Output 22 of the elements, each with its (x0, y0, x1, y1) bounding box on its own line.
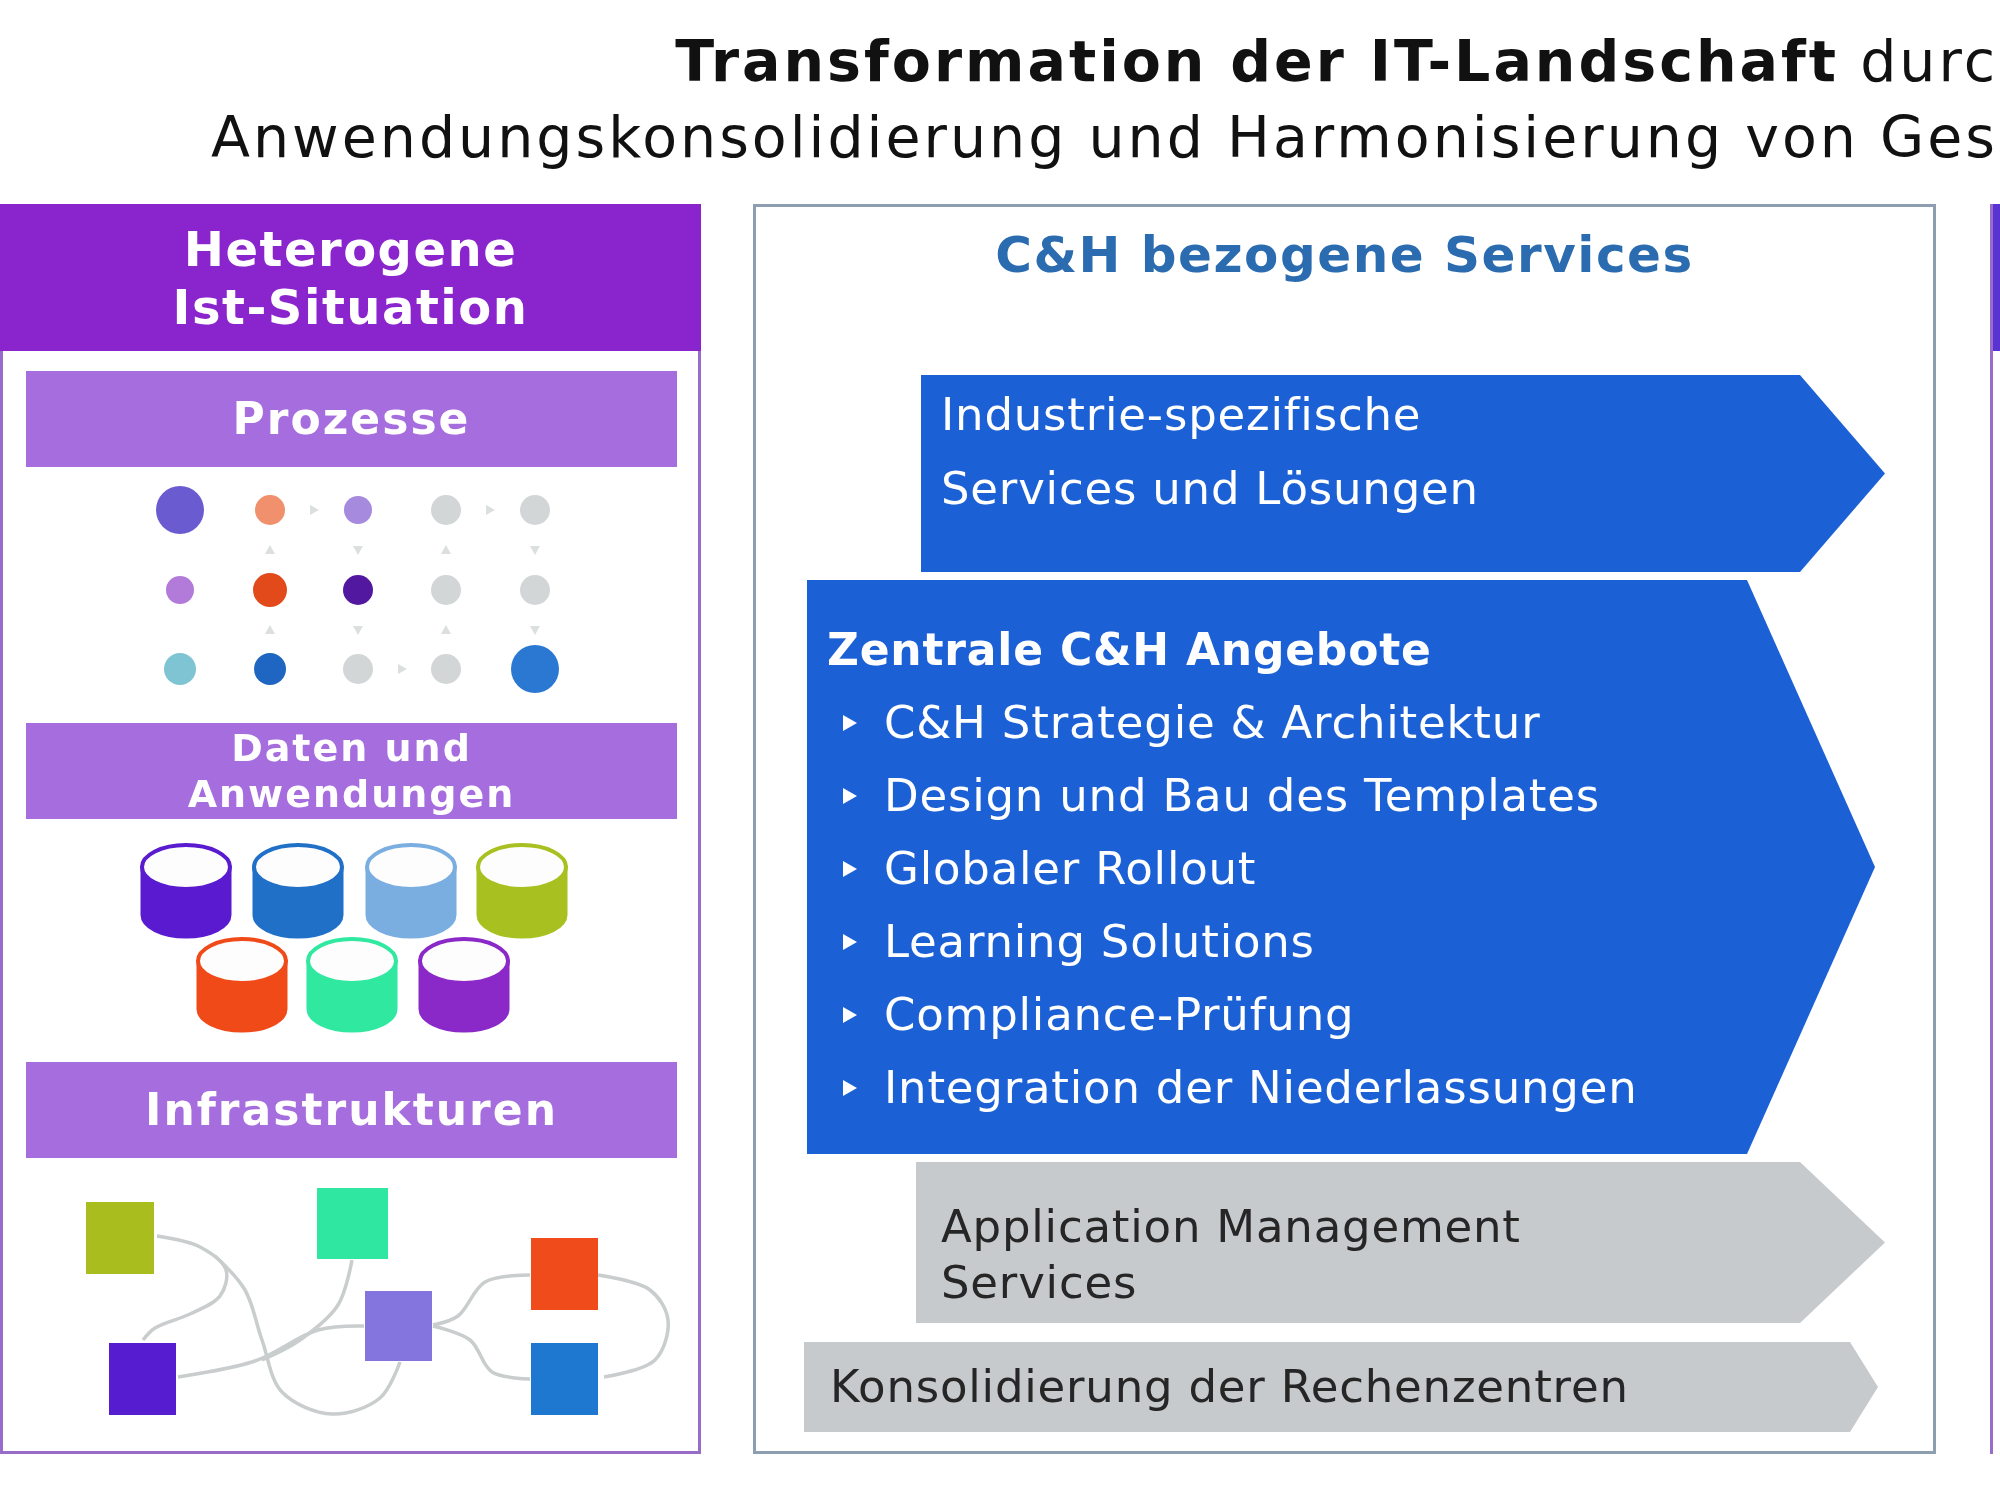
list-item: C&H Strategie & Architektur (884, 696, 1541, 749)
diagram-title: Transformation der IT-Landschaft durc Anwendungskonsolidierung und Harmonisierung von Ges (209, 27, 1998, 172)
panel-heading: C&H bezogene Services (995, 225, 1694, 285)
service-banner (921, 375, 1885, 572)
panel-heading: Heterogene Ist-Situation (0, 204, 701, 351)
list-item: Learning Solutions (884, 915, 1315, 968)
service-banner (916, 1162, 1885, 1323)
service-banner (804, 1342, 1878, 1432)
banner-label: Industrie-spezifische Services und Lösungen (941, 388, 1479, 515)
list-item: Globaler Rollout (884, 842, 1257, 895)
list-item: Integration der Niederlassungen (884, 1061, 1638, 1114)
list-item: Design und Bau des Templates (884, 769, 1601, 822)
list-item: Compliance-Prüfung (884, 988, 1355, 1041)
panel (1990, 204, 2000, 1454)
section-header: Daten und Anwendungen (26, 723, 677, 819)
banner-label: Application Management Services (941, 1200, 1521, 1309)
section-header: Prozesse (26, 371, 677, 467)
list-heading: Zentrale C&H Angebote (827, 624, 1432, 675)
service-banner (807, 580, 1875, 1154)
panel (753, 204, 1936, 1454)
banner-label: Konsolidierung der Rechenzentren (830, 1360, 1629, 1413)
section-header: Infrastrukturen (26, 1062, 677, 1158)
